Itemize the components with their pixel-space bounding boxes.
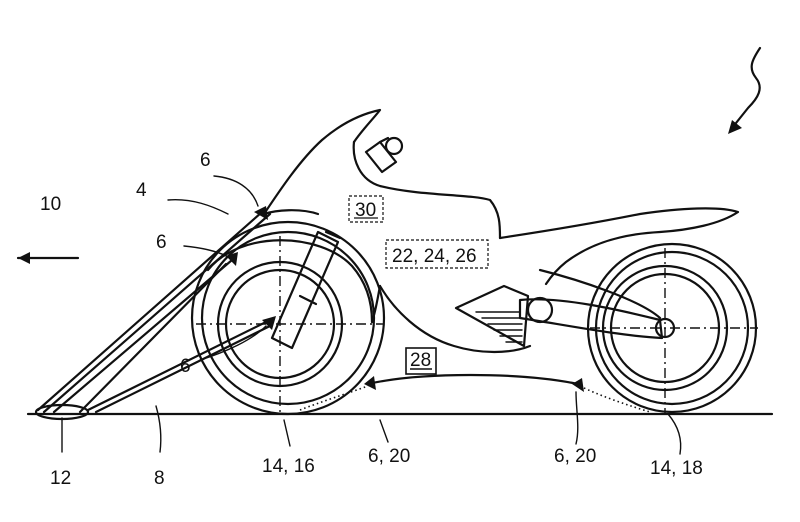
label-4: 4 bbox=[136, 180, 147, 201]
sensor-markers bbox=[226, 206, 584, 392]
label-10: 10 bbox=[40, 194, 61, 215]
label-14-16: 14, 16 bbox=[262, 456, 315, 477]
front-fender bbox=[206, 239, 374, 324]
label-6-20-rear: 6, 20 bbox=[554, 446, 596, 467]
leader-lines bbox=[61, 175, 682, 455]
label-6-top: 6 bbox=[200, 150, 211, 171]
direction-arrow bbox=[16, 252, 80, 264]
label-6-low: 6 bbox=[180, 356, 191, 377]
label-14-18: 14, 18 bbox=[650, 458, 703, 479]
box-22-24-26 bbox=[385, 239, 489, 269]
engine-block bbox=[454, 284, 530, 348]
body-fairing bbox=[262, 108, 740, 354]
cable-20-dotted-rear bbox=[579, 385, 651, 413]
reference-squiggle-arrow bbox=[728, 46, 762, 134]
front-wheel bbox=[190, 220, 386, 416]
swing-arm bbox=[518, 268, 664, 340]
box-30 bbox=[348, 195, 384, 223]
label-30: 30 bbox=[355, 200, 376, 221]
label-28: 28 bbox=[410, 350, 431, 371]
handlebar-mirror bbox=[364, 136, 404, 174]
box-28 bbox=[405, 347, 437, 375]
light-beams bbox=[36, 210, 272, 414]
rear-wheel bbox=[586, 242, 758, 414]
label-6-20-front: 6, 20 bbox=[368, 446, 410, 467]
cable-20 bbox=[366, 373, 580, 386]
front-fork bbox=[270, 230, 342, 350]
label-8: 8 bbox=[154, 468, 165, 489]
label-6-mid: 6 bbox=[156, 232, 167, 253]
label-22-24-26: 22, 24, 26 bbox=[392, 246, 477, 267]
label-12: 12 bbox=[50, 468, 71, 489]
